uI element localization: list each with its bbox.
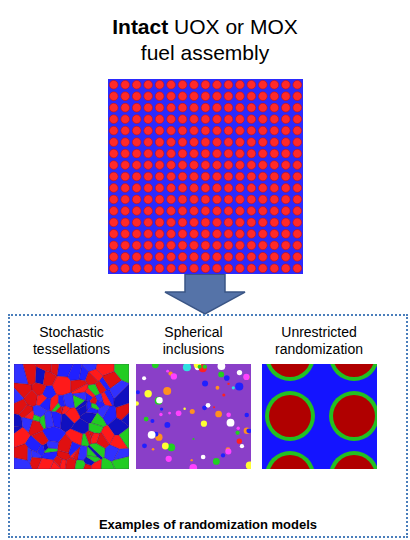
randomization-panel: Unrestricted randomization bbox=[259, 324, 379, 469]
sphere-illustration bbox=[136, 364, 251, 469]
panel-label: Spherical inclusions bbox=[136, 324, 251, 360]
tess-illustration bbox=[14, 364, 129, 469]
inclusions-panel: Spherical inclusions bbox=[136, 324, 251, 469]
examples-frame: Stochastic tessellationsSpherical inclus… bbox=[8, 314, 408, 538]
panel-label: Unrestricted randomization bbox=[259, 324, 379, 360]
caption-text: Examples of randomization models bbox=[10, 517, 406, 532]
heading: Intact UOX or MOX fuel assembly bbox=[100, 14, 310, 65]
unres-illustration bbox=[262, 364, 377, 469]
panel-label: Stochastic tessellations bbox=[14, 324, 129, 360]
tessellation-panel: Stochastic tessellations bbox=[14, 324, 129, 469]
fuel-assembly-lattice bbox=[108, 79, 303, 274]
block-arrow bbox=[165, 274, 245, 314]
fuel-assembly: Intact UOX or MOX fuel assembly bbox=[100, 14, 310, 274]
